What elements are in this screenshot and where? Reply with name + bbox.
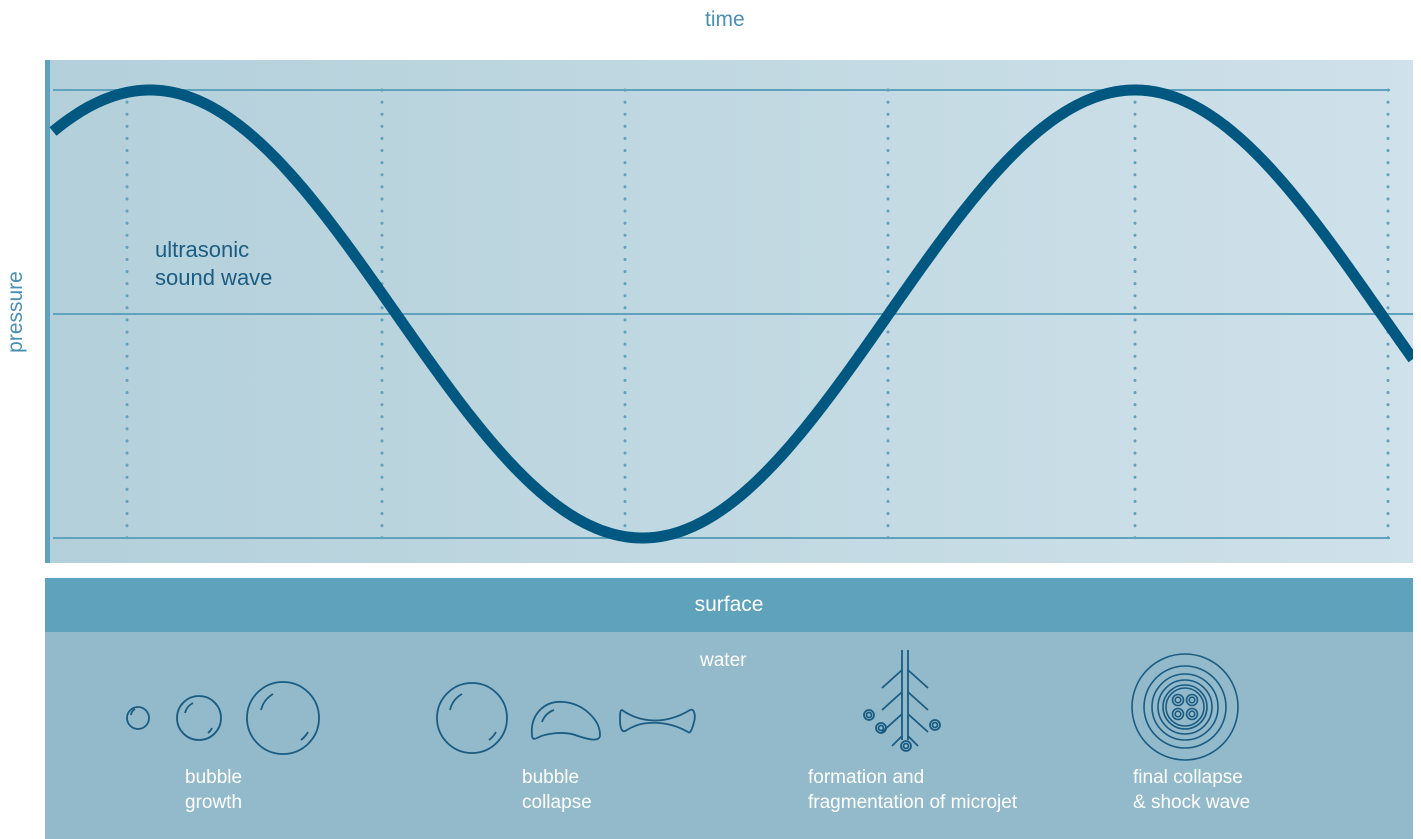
stage-caption-collapse: bubble collapse [522,765,592,815]
wave-label-line2: sound wave [155,265,273,290]
graph-left-edge [45,60,50,563]
growing-bubbles-icon [126,681,320,755]
surface-label: surface [694,593,764,616]
stage-caption-microjet: formation and fragmentation of microjet [808,765,1017,815]
wave-label-line1: ultrasonic [155,237,250,262]
surface-bar: surface [45,578,1413,632]
y-axis-label: pressure [4,271,27,353]
shock-wave-icon [1131,653,1239,761]
stage-caption-line1: bubble [185,767,243,788]
x-axis-label: time [705,8,745,31]
stage-caption-line2: collapse [522,792,592,813]
wave-label: ultrasonic sound wave [155,236,272,292]
stage-caption-growth: bubble growth [185,765,242,815]
graph-background [45,60,1413,563]
stage-caption-line2: fragmentation of microjet [808,792,1018,813]
water-label: water [700,650,747,671]
microjet-icon [863,650,941,752]
stage-caption-shockwave: final collapse & shock wave [1133,765,1250,815]
stage-caption-line1: bubble [522,767,580,788]
stage-caption-line2: & shock wave [1133,792,1251,813]
stage-caption-line1: final collapse [1133,767,1243,788]
pressure-time-graph [45,60,1413,563]
stage-caption-line1: formation and [808,767,925,788]
ultrasonic-wave-curve [49,84,1413,544]
stage-caption-line2: growth [185,792,243,813]
collapsing-bubbles-icon [436,682,696,754]
